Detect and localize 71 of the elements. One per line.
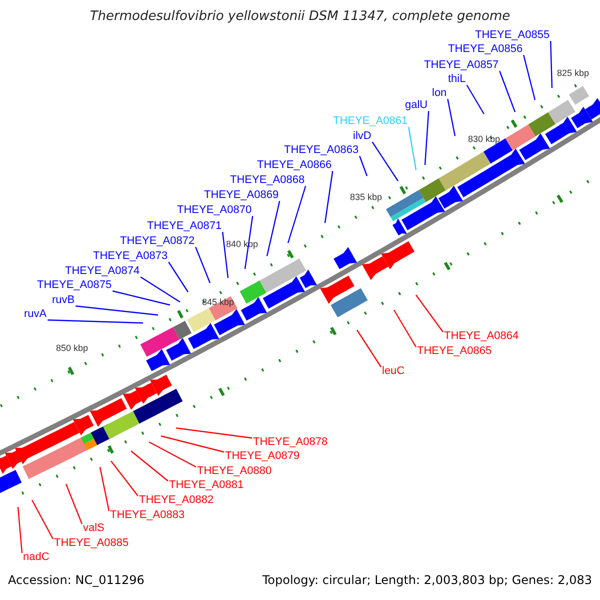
footer-text: Topology: circular; Length: 2,003,803 bp; Genes: 2,083 [262,574,592,587]
gene-label: THEYE_A0872 [120,235,195,248]
gene-label: valS [83,522,104,535]
leader-line [31,500,54,540]
gene-label: THEYE_A0871 [147,220,222,233]
leader-line [416,294,444,332]
leader-line [17,506,23,554]
leader-line [168,262,188,292]
scale-label: 835 kbp [350,192,382,202]
gene-label: THEYE_A0874 [65,265,140,278]
leader-line [287,186,306,244]
gene-label: THEYE_A0878 [253,436,328,449]
leader-line [499,70,516,112]
leader-line [48,319,144,324]
gene-label: THEYE_A0865 [417,345,492,358]
leader-line [359,156,368,176]
gene-label: THEYE_A0883 [110,509,185,522]
gene-label: THEYE_A0873 [93,250,168,263]
leader-line [222,232,229,278]
leader-line [112,290,170,306]
leader-line [266,200,280,256]
leader-line [65,484,83,524]
leader-line [466,84,485,114]
gene-label: ilvD [353,130,372,143]
gene-label: nadC [23,551,50,564]
leader-line [140,276,180,302]
leader-line [195,246,211,284]
leader-line [424,110,430,166]
gene-label: THEYE_A0879 [225,450,300,463]
leader-line [550,40,553,88]
leader-line [76,305,158,316]
scale-label: 850 kbp [56,343,88,353]
gene-label: THEYE_A0863 [284,144,359,157]
gene-label: ruvB [52,294,75,307]
leader-line [356,330,382,368]
leader-line [160,435,224,453]
gene-label: THEYE_A0881 [169,479,244,492]
gene-label: galU [405,99,428,112]
gene-label: THEYE_A0880 [197,465,272,478]
gene-label: THEYE_A0866 [257,159,332,172]
leader-line [408,126,417,170]
gene-label: THEYE_A0868 [230,174,305,187]
leader-line [148,441,196,468]
gene-label: THEYE_A0864 [444,330,519,343]
leader-line [523,54,536,100]
gene-label: ruvA [24,308,47,321]
scale-label: 830 kbp [468,134,500,144]
gene-label: thiL [448,73,466,86]
footer-text: Accession: NC_011296 [8,574,144,587]
title: Thermodesulfovibrio yellowstonii DSM 11347, complete genome [88,10,512,23]
gene-label: THEYE_A0882 [139,494,214,507]
leader-line [372,142,398,182]
gene-label: THEYE_A0885 [54,537,129,550]
leader-line [324,170,334,224]
gene-label: THEYE_A0855 [475,29,550,42]
gene-label: THEYE_A0861 [333,115,408,128]
leader-line [110,460,138,496]
leader-line [393,310,417,348]
gene-label: THEYE_A0875 [37,279,112,292]
leader-line [130,450,168,482]
leader-line [447,98,456,136]
gene-label: THEYE_A0870 [177,204,252,217]
scale-label: 825 kbp [557,68,590,78]
gene-label: lon [432,87,447,100]
gene-label: THEYE_A0869 [204,189,279,202]
gene-label: leuC [382,365,405,378]
gene-label: THEYE_A0856 [448,43,523,56]
scale-label: 845 kbp [202,297,234,307]
gene-label: THEYE_A0857 [424,59,499,72]
leader-line [99,466,110,512]
leader-line [176,427,252,439]
